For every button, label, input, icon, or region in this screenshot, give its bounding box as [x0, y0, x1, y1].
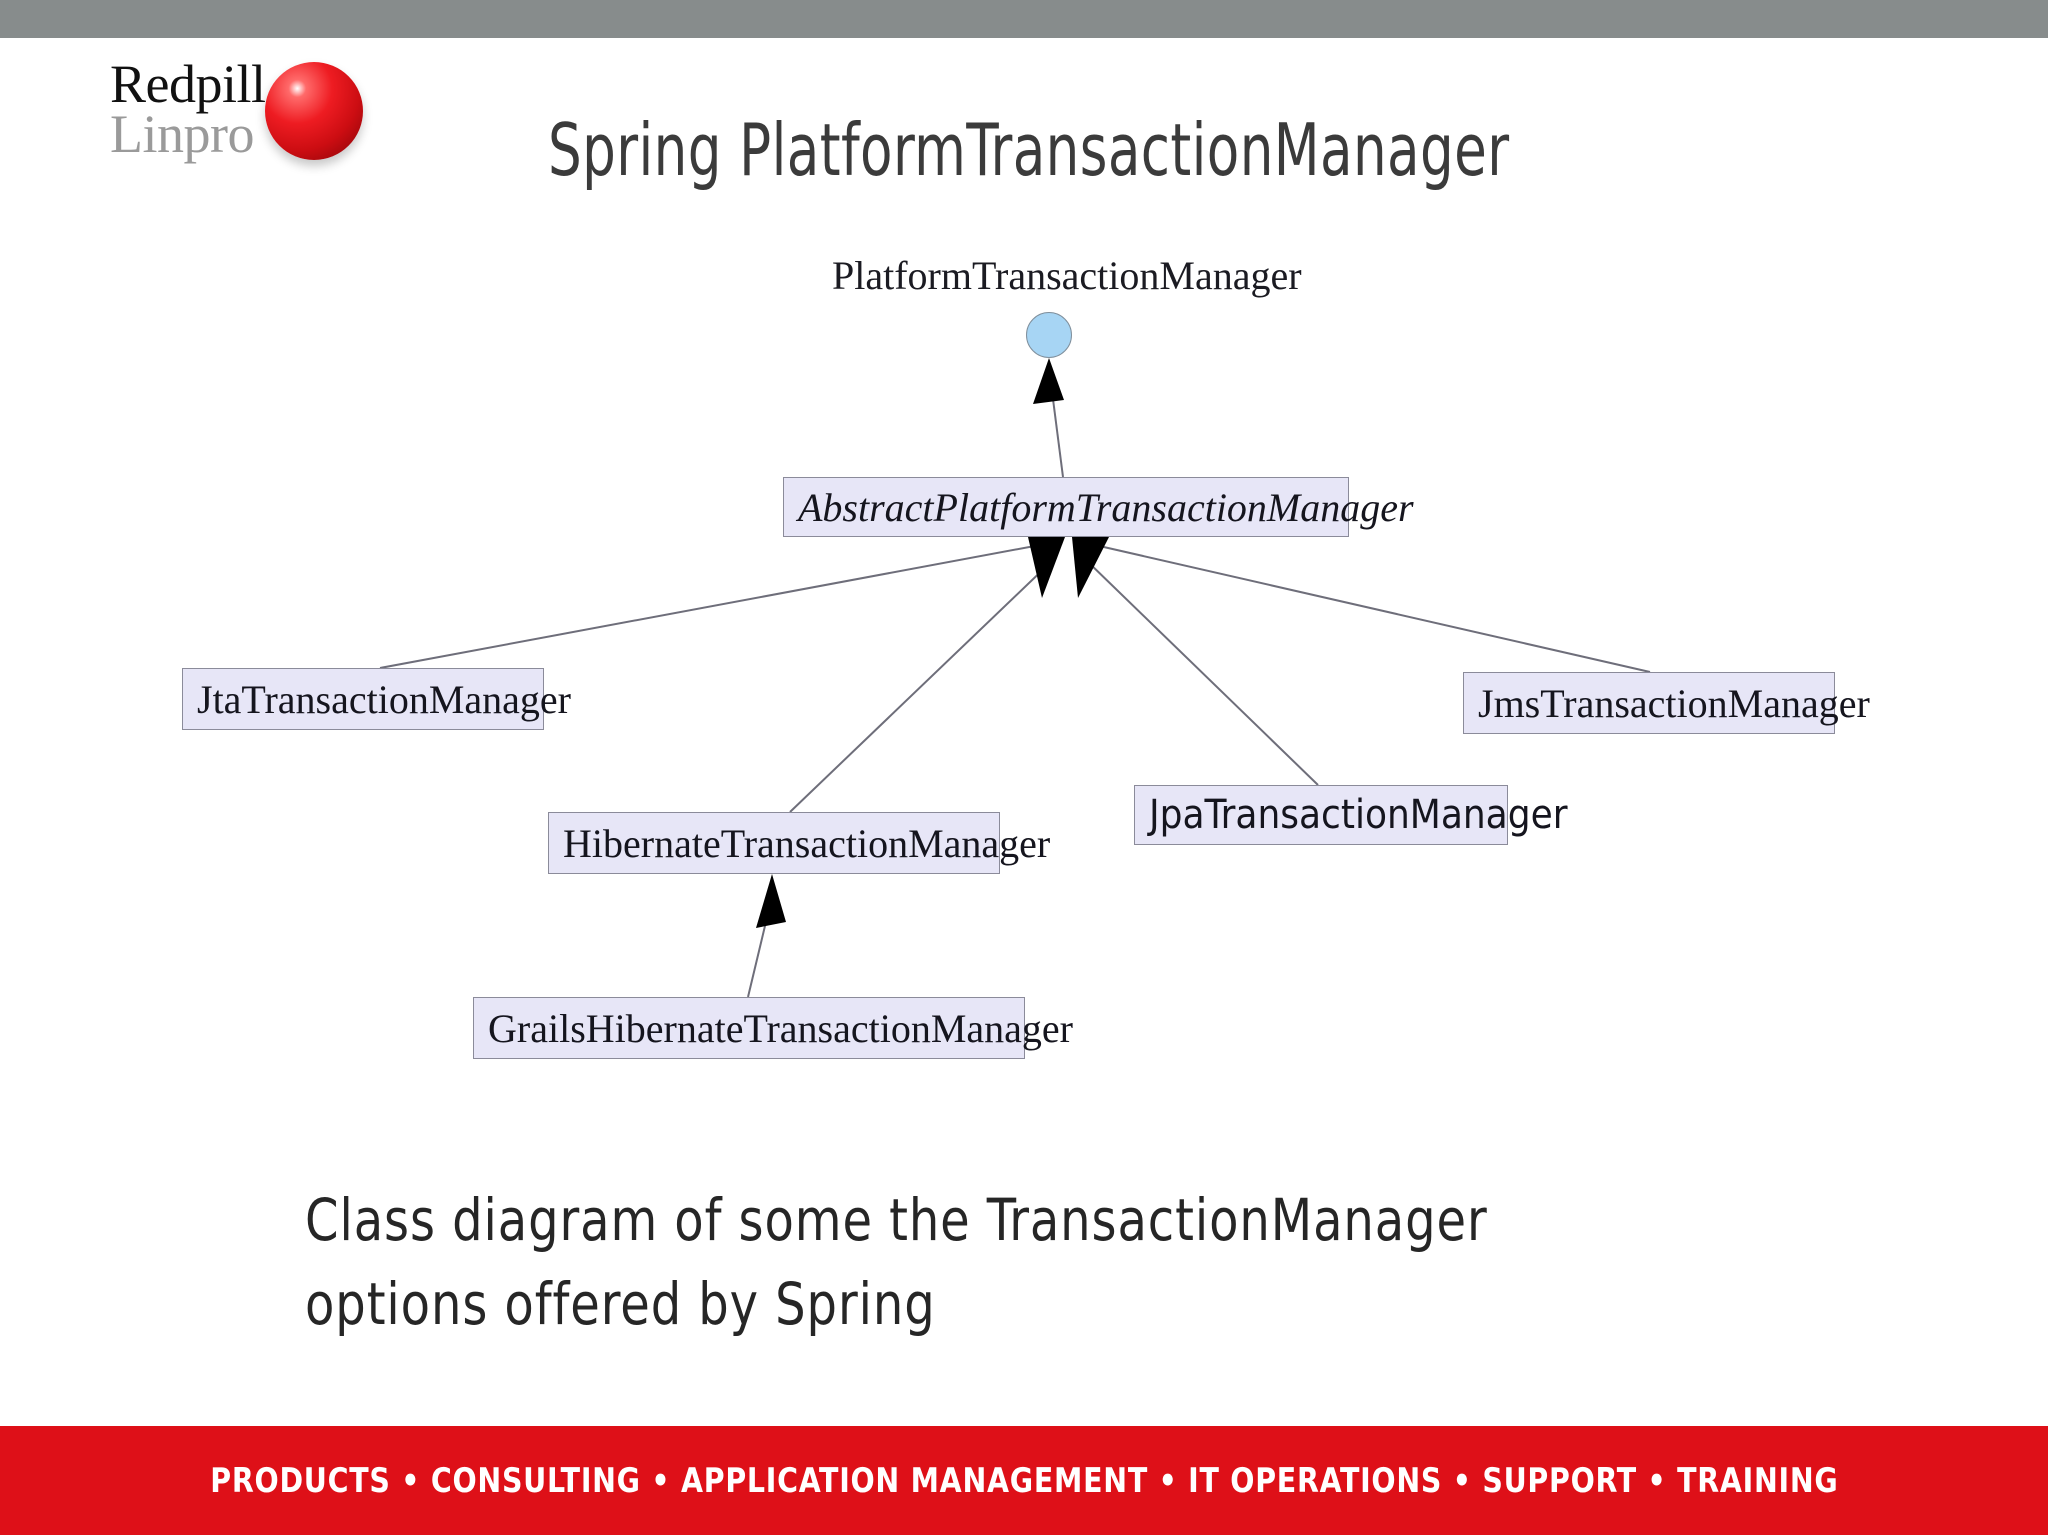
caption-line-2: options offered by Spring — [305, 1270, 936, 1338]
diagram-connectors — [379, 358, 1651, 998]
edge-jta-to-abstract — [379, 544, 1041, 669]
caption-line-1: Class diagram of some the TransactionMan… — [305, 1186, 1488, 1254]
node-box-abstractplatformtransactionmanager[interactable]: AbstractPlatformTransactionManager — [783, 477, 1414, 537]
edge-jms-to-abstract — [1094, 544, 1651, 673]
top-gray-band — [0, 0, 2048, 38]
slide-caption: Class diagram of some the TransactionMan… — [305, 1178, 1639, 1346]
node-box-hibernatetransactionmanager[interactable]: HibernateTransactionManager — [548, 812, 1050, 874]
edge-hibernate-to-abstract — [789, 559, 1054, 813]
logo-text-redpill: Redpill — [110, 54, 266, 114]
node-box-grailshibernatetransactionmanager[interactable]: GrailsHibernateTransactionManager — [473, 997, 1073, 1059]
node-box-jpatransactionmanager[interactable]: JpaTransactionManager — [1134, 785, 1568, 845]
interface-circle-icon — [1026, 312, 1072, 358]
node-box-jtatransactionmanager[interactable]: JtaTransactionManager — [182, 668, 571, 730]
footer-red-band: PRODUCTS • CONSULTING • APPLICATION MANA… — [0, 1426, 2048, 1535]
logo-wordmark: Redpill Linpro — [110, 54, 266, 164]
logo-text-linpro: Linpro — [110, 103, 254, 164]
footer-services-list: PRODUCTS • CONSULTING • APPLICATION MANA… — [209, 1460, 1839, 1501]
red-sphere-icon — [265, 62, 363, 160]
arrowhead-to-platform — [1033, 358, 1064, 404]
edge-jpa-to-abstract — [1085, 559, 1319, 786]
node-label-platformtransactionmanager: PlatformTransactionManager — [832, 253, 1302, 298]
redpill-linpro-logo: Redpill Linpro — [110, 54, 400, 170]
page-title: Spring PlatformTransactionManager — [548, 108, 1510, 192]
arrowhead-to-hibernate — [756, 874, 786, 928]
arrowhead-right-to-abstract — [1072, 537, 1109, 598]
node-box-jmstransactionmanager[interactable]: JmsTransactionManager — [1463, 672, 1870, 734]
arrowhead-left-to-abstract — [1028, 537, 1065, 598]
uml-class-diagram: PlatformTransactionManager AbstractPlatf… — [182, 253, 1870, 1059]
